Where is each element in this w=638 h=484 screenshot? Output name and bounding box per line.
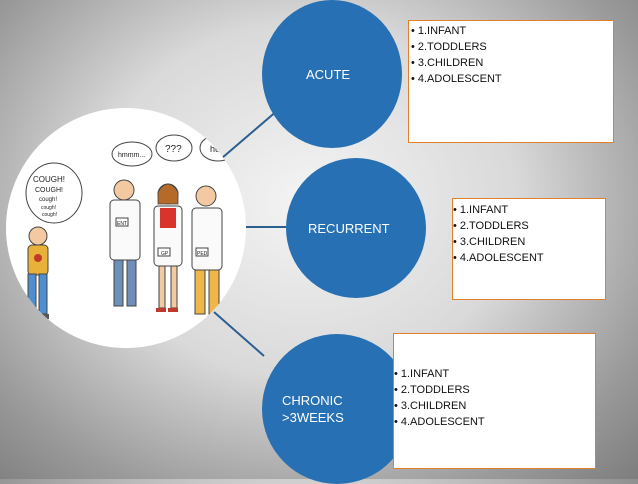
cough-text-1: COUGH!	[33, 175, 65, 184]
list-item: 2.TODDLERS	[453, 218, 605, 234]
list-item: 3.CHILDREN	[453, 234, 605, 250]
node-acute: ACUTE	[262, 0, 402, 148]
list-item: 4.ADOLESCENT	[394, 414, 595, 430]
list-item: 4.ADOLESCENT	[453, 250, 605, 266]
recurrent-list: 1.INFANT 2.TODDLERS 3.CHILDREN 4.ADOLESC…	[453, 202, 605, 266]
connector-acute	[221, 109, 279, 159]
list-item: 2.TODDLERS	[394, 382, 595, 398]
cough-text-5: cough!	[42, 212, 57, 218]
list-item: 4.ADOLESCENT	[411, 71, 613, 87]
node-acute-label: ACUTE	[306, 66, 351, 82]
list-item: 3.CHILDREN	[411, 55, 613, 71]
node-chronic: CHRONIC >3WEEKS	[262, 334, 412, 484]
node-chronic-label: CHRONIC >3WEEKS	[282, 393, 344, 425]
doctor-3-thought: hu	[210, 144, 220, 154]
cough-text-3: cough!	[39, 197, 57, 203]
box-acute: 1.INFANT 2.TODDLERS 3.CHILDREN 4.ADOLESC…	[408, 20, 614, 143]
cough-text-2: COUGH!	[35, 187, 63, 194]
coughing-patient-and-doctors-icon: COUGH! COUGH! cough! cough! cough! hmmm.…	[25, 134, 237, 319]
node-recurrent-label: RECURRENT	[308, 220, 390, 236]
badge-ent: ENT	[117, 221, 127, 227]
badge-ped: PED	[197, 251, 208, 257]
list-item: 1.INFANT	[453, 202, 605, 218]
list-item: 3.CHILDREN	[394, 398, 595, 414]
list-item: 1.INFANT	[394, 366, 595, 382]
doctor-2-thought: ???	[165, 144, 182, 155]
cough-text-4: cough!	[41, 205, 56, 211]
acute-list: 1.INFANT 2.TODDLERS 3.CHILDREN 4.ADOLESC…	[411, 23, 613, 87]
list-item: 1.INFANT	[411, 23, 613, 39]
doctor-1-thought: hmmm...	[118, 152, 145, 159]
box-chronic: 1.INFANT 2.TODDLERS 3.CHILDREN 4.ADOLESC…	[393, 333, 596, 469]
connector-chronic	[213, 311, 265, 357]
node-recurrent: RECURRENT	[286, 158, 426, 298]
illustration-circle: COUGH! COUGH! cough! cough! cough! hmmm.…	[6, 108, 246, 348]
box-recurrent: 1.INFANT 2.TODDLERS 3.CHILDREN 4.ADOLESC…	[452, 198, 606, 300]
chronic-list: 1.INFANT 2.TODDLERS 3.CHILDREN 4.ADOLESC…	[394, 366, 595, 430]
badge-gp: GP	[161, 251, 169, 257]
list-item: 2.TODDLERS	[411, 39, 613, 55]
